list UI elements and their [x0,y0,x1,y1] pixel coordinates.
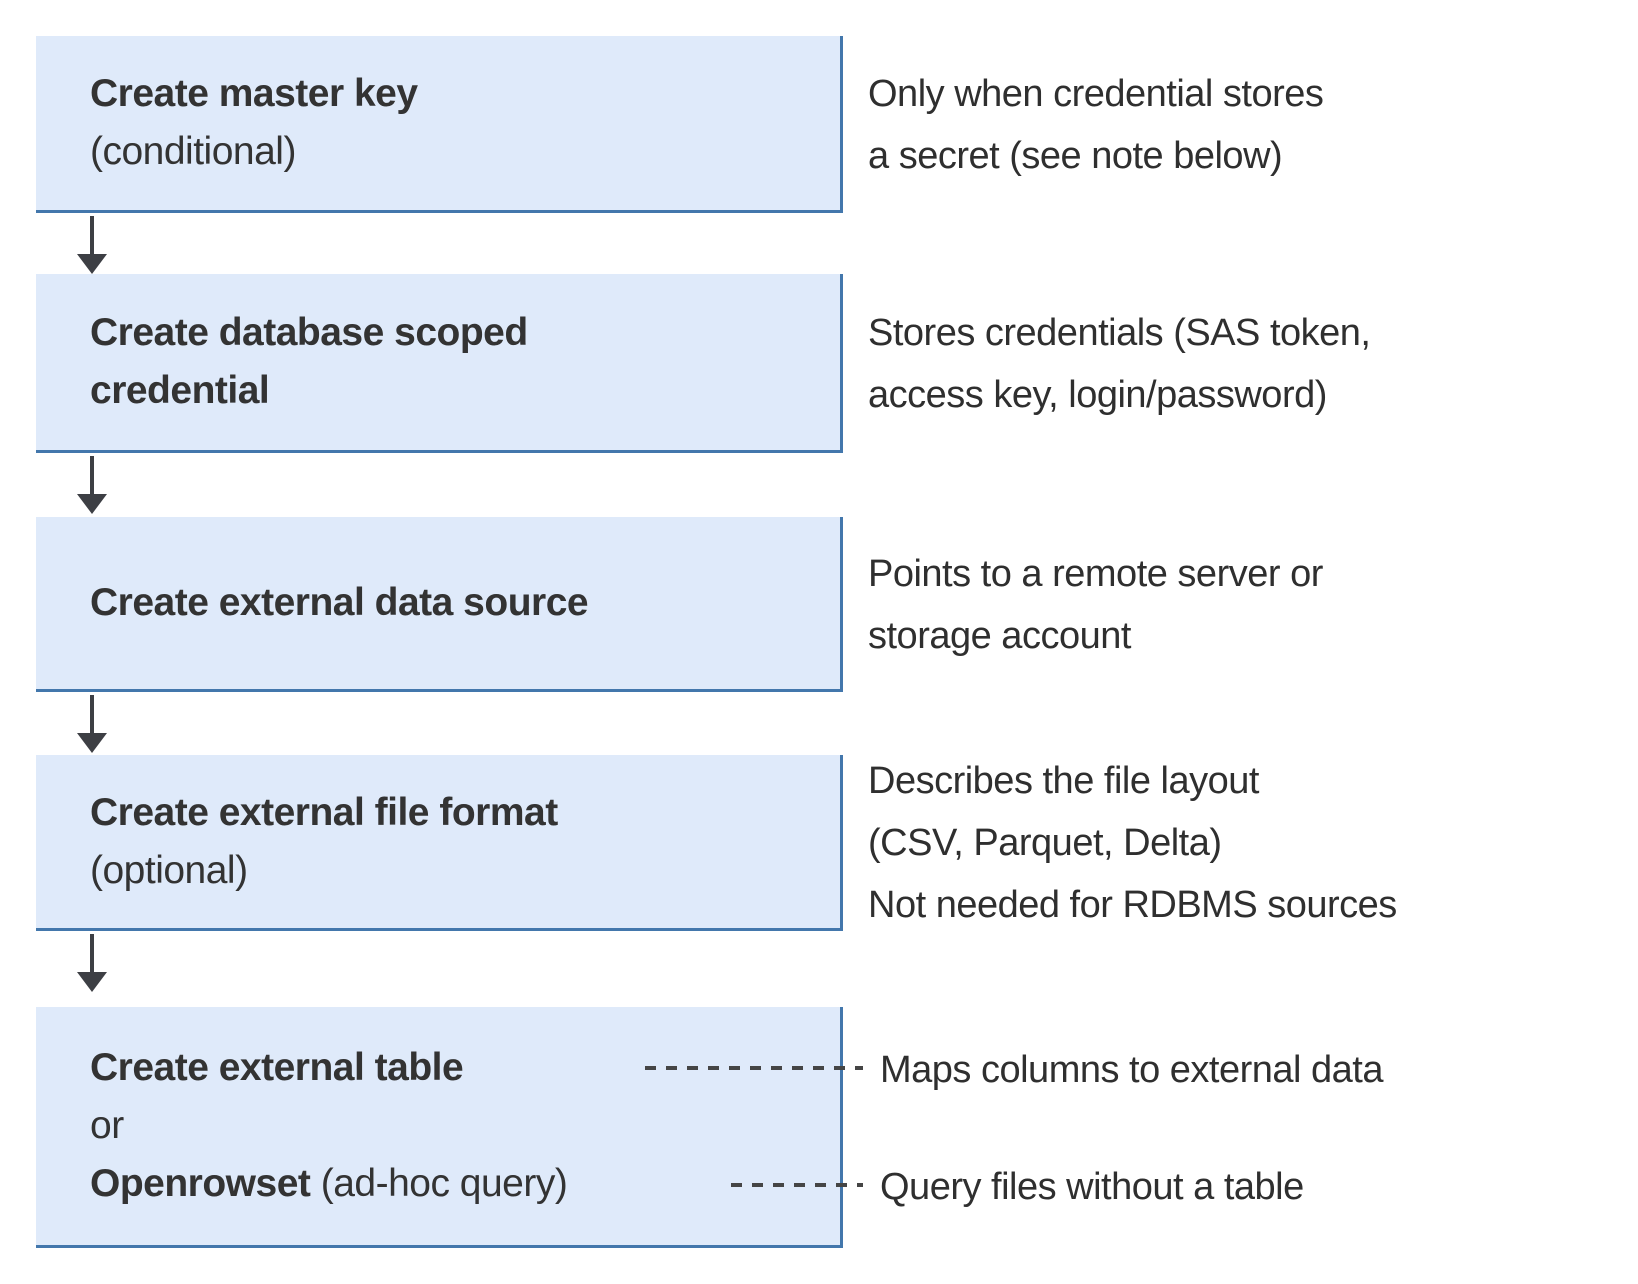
arrow-shaft [90,934,94,976]
down-arrow-icon [74,695,110,753]
step-box-create-master-key: Create master key (conditional) [36,36,843,213]
note-data-source: Points to a remote server or storage acc… [868,552,1323,657]
step-title: Create master key [90,72,418,115]
step-alt-line: Openrowset (ad-hoc query) [90,1155,840,1213]
note-scoped-credential: Stores credentials (SAS token, access ke… [868,311,1371,416]
step-subtitle: (optional) [90,848,248,892]
step-subtitle: (conditional) [90,130,296,173]
step-title: Create database scoped credential [90,311,528,412]
arrow-shaft [90,216,94,258]
dashed-connector-external-table [645,1066,863,1070]
arrow-shaft [90,695,94,737]
step-box-create-external-table-or-openrowset: Create external table or Openrowset (ad-… [36,1007,843,1248]
note-file-format: Describes the file layout (CSV, Parquet,… [868,760,1397,926]
or-label: or [90,1104,124,1147]
arrow-head-icon [77,254,107,274]
note-master-key: Only when credential stores a secret (se… [868,72,1324,177]
arrow-shaft [90,456,94,498]
step-title: Create external table [90,1046,464,1089]
note-external-table: Maps columns to external data [880,1049,1384,1091]
step-title: Create external file format [90,790,558,834]
down-arrow-icon [74,216,110,274]
step-title: Create external data source [90,581,589,624]
arrow-head-icon [77,494,107,514]
openrowset-suffix: (ad-hoc query) [310,1162,568,1205]
arrow-head-icon [77,972,107,992]
down-arrow-icon [74,456,110,514]
down-arrow-icon [74,934,110,992]
arrow-head-icon [77,733,107,753]
step-box-create-external-data-source: Create external data source [36,517,843,692]
step-box-create-external-file-format: Create external file format (optional) [36,755,843,931]
dashed-connector-openrowset [731,1183,863,1187]
note-openrowset: Query files without a table [880,1166,1304,1208]
step-box-create-database-scoped-credential: Create database scoped credential [36,274,843,453]
openrowset-label: Openrowset [90,1162,311,1205]
